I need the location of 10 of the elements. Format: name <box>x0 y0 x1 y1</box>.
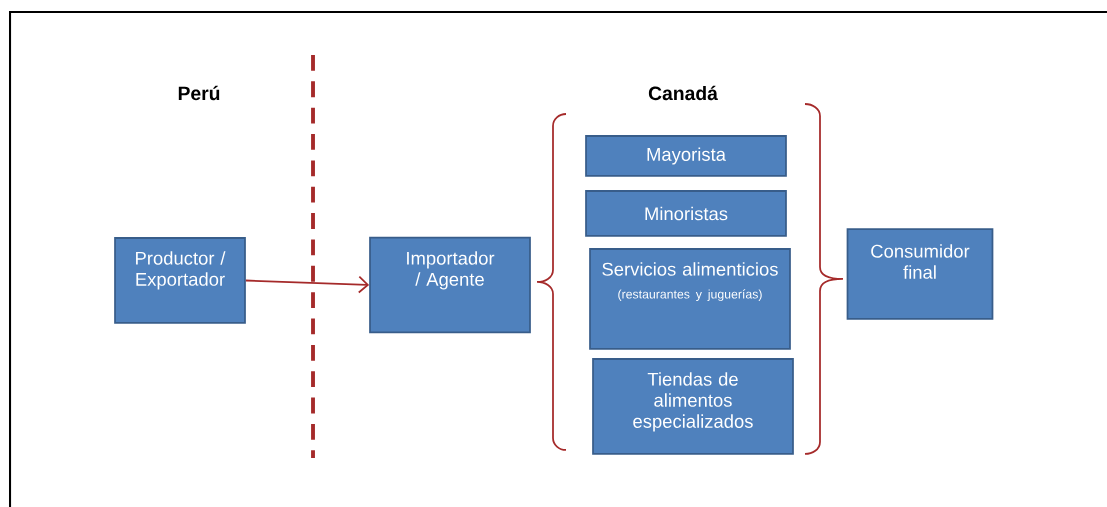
region-label: Perú <box>178 85 220 101</box>
process-box: Tiendas de alimentos especializados <box>592 358 794 455</box>
process-box: Servicios alimenticios (restaurantes y juguerías) <box>589 248 791 350</box>
process-box: Consumidor final <box>846 228 994 320</box>
arrow <box>245 275 370 294</box>
process-box: Productor / Exportador <box>114 237 246 324</box>
process-box: Importador / Agente <box>369 236 531 334</box>
process-box: Mayorista <box>585 135 787 177</box>
process-box: Minoristas <box>585 190 787 237</box>
region-label: Canadá <box>648 85 718 101</box>
